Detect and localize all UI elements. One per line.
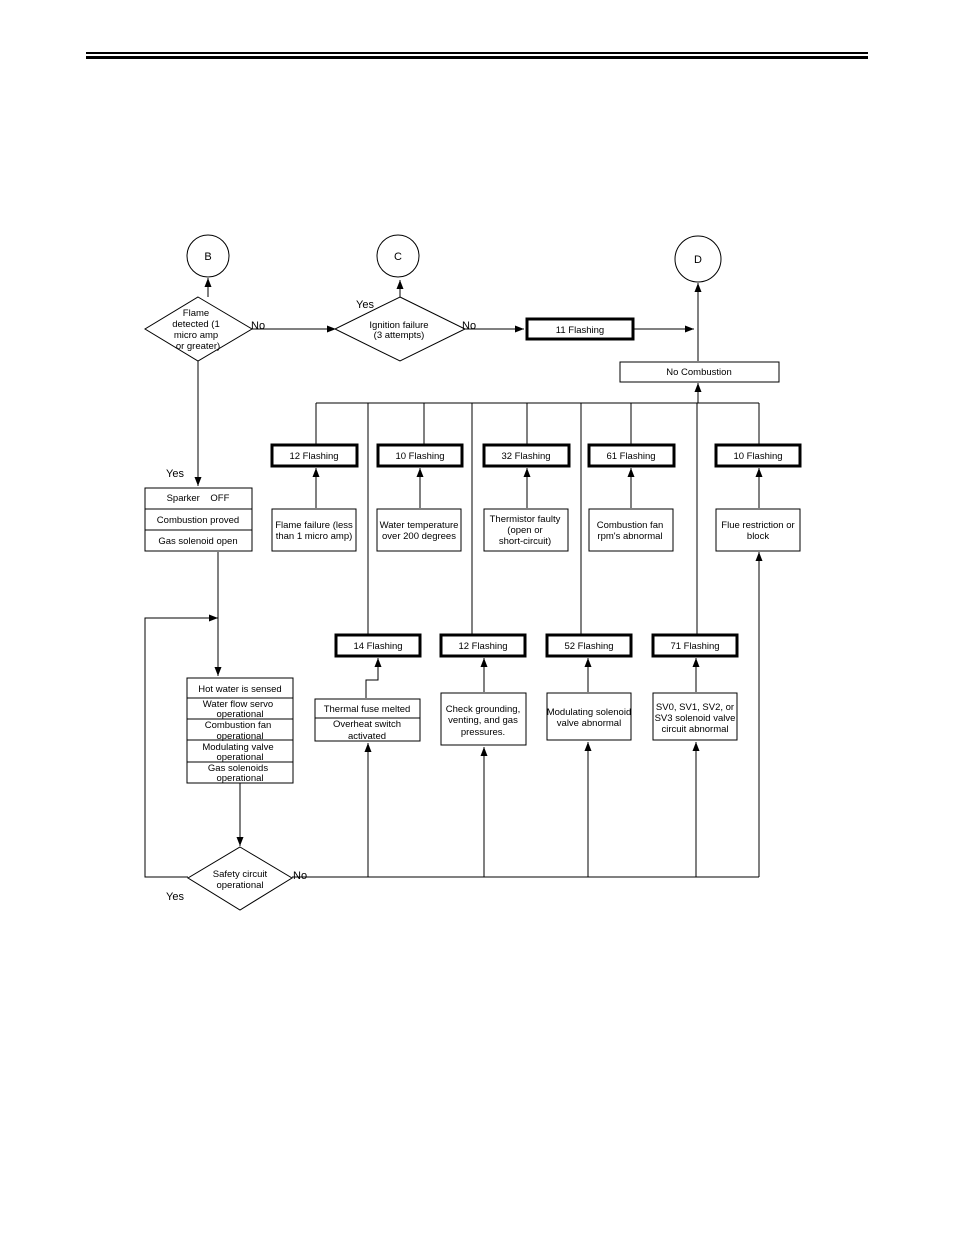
grounding-line: pressures. xyxy=(461,727,505,738)
decision-ignition-line: Ignition failure xyxy=(369,320,428,331)
flow-lines xyxy=(144,278,763,878)
solenoid-valve-line: circuit abnormal xyxy=(661,724,728,735)
flashing-11: 11 Flashing xyxy=(525,317,635,341)
flame-failure-line: than 1 micro amp) xyxy=(276,531,353,542)
hot-water-line: Hot water is sensed xyxy=(198,684,281,695)
no-combustion-label: No Combustion xyxy=(666,367,731,378)
header-rule xyxy=(86,52,868,59)
grounding-box: Check grounding, venting, and gas pressu… xyxy=(440,692,527,746)
connector-d: D xyxy=(674,235,722,283)
safety-no-label: No xyxy=(293,870,307,882)
flashing-71-label: 71 Flashing xyxy=(670,641,719,652)
decision-safety-line: Safety circuit xyxy=(213,869,268,880)
flue-line: block xyxy=(747,531,769,542)
decision-flame-line: or greater) xyxy=(176,341,220,352)
flashing-61-label: 61 Flashing xyxy=(606,451,655,462)
decision-flame-detected: Flame detected (1 micro amp or greater) xyxy=(144,296,253,362)
decision-flame-line: Flame xyxy=(183,308,209,319)
flame-failure-box: Flame failure (less than 1 micro amp) xyxy=(271,508,357,552)
thermal-fuse-line: Overheat switch xyxy=(333,719,401,730)
modulating-solenoid-box: Modulating solenoid valve abnormal xyxy=(546,692,632,741)
connector-c: C xyxy=(376,234,420,278)
thermal-fuse-box: Thermal fuse melted Overheat switch acti… xyxy=(314,698,421,742)
safety-yes-label: Yes xyxy=(166,891,184,903)
hot-water-line: Water flow servo xyxy=(203,699,273,710)
hot-water-line: Gas solenoids xyxy=(208,763,268,774)
flashing-12-lower: 12 Flashing xyxy=(439,633,527,658)
solenoid-valve-box: SV0, SV1, SV2, or SV3 solenoid valve cir… xyxy=(652,692,738,741)
solenoid-valve-line: SV0, SV1, SV2, or xyxy=(656,702,734,713)
connector-d-label: D xyxy=(694,254,702,266)
hot-water-line: Combustion fan xyxy=(205,720,272,731)
hot-water-line: Modulating valve xyxy=(202,742,273,753)
flashing-61: 61 Flashing xyxy=(587,443,676,468)
modulating-solenoid-line: valve abnormal xyxy=(557,718,621,729)
sparker-line: Sparker OFF xyxy=(167,493,230,504)
combustion-fan-line: rpm's abnormal xyxy=(597,531,662,542)
thermistor-line: short-circuit) xyxy=(499,536,551,547)
water-temp-line: Water temperature xyxy=(380,520,459,531)
decision-ignition-failure: Ignition failure (3 attempts) xyxy=(333,296,467,362)
combustion-fan-box: Combustion fan rpm's abnormal xyxy=(588,508,674,552)
connector-b: B xyxy=(186,234,230,278)
flashing-14-label: 14 Flashing xyxy=(353,641,402,652)
water-temp-box: Water temperature over 200 degrees xyxy=(376,508,462,552)
flashing-11-label: 11 Flashing xyxy=(556,325,604,336)
thermistor-box: Thermistor faulty (open or short-circuit… xyxy=(483,508,569,552)
grounding-line: venting, and gas xyxy=(448,715,518,726)
flashing-10-right-label: 10 Flashing xyxy=(733,451,782,462)
solenoid-valve-line: SV3 solenoid valve xyxy=(655,713,736,724)
flame-no-label: No xyxy=(251,320,265,332)
flashing-10-right: 10 Flashing xyxy=(714,443,802,468)
sparker-line: Gas solenoid open xyxy=(158,536,237,547)
decision-flame-line: detected (1 xyxy=(172,319,220,330)
flashing-32-label: 32 Flashing xyxy=(501,451,550,462)
flue-box: Flue restriction or block xyxy=(715,508,801,552)
water-temp-line: over 200 degrees xyxy=(382,531,456,542)
flashing-71: 71 Flashing xyxy=(651,633,739,658)
flashing-52: 52 Flashing xyxy=(545,633,633,658)
sparker-line: Combustion proved xyxy=(157,515,239,526)
hot-water-box: Hot water is sensed Water flow servo ope… xyxy=(186,677,294,784)
thermistor-line: (open or xyxy=(507,525,542,536)
hot-water-line: operational xyxy=(216,731,263,742)
flashing-10-upper-label: 10 Flashing xyxy=(395,451,444,462)
ignition-no-label: No xyxy=(462,320,476,332)
decision-safety-line: operational xyxy=(216,880,263,891)
hot-water-line: operational xyxy=(216,709,263,720)
modulating-solenoid-line: Modulating solenoid xyxy=(547,707,632,718)
hot-water-line: operational xyxy=(216,773,263,784)
grounding-line: Check grounding, xyxy=(446,704,520,715)
hot-water-line: operational xyxy=(216,752,263,763)
flashing-14: 14 Flashing xyxy=(334,633,422,658)
flame-failure-line: Flame failure (less xyxy=(275,520,353,531)
connector-b-label: B xyxy=(204,251,211,263)
flashing-12-upper: 12 Flashing xyxy=(270,443,359,468)
decision-safety-circuit: Safety circuit operational xyxy=(187,846,293,911)
thermal-fuse-line: activated xyxy=(348,731,386,742)
thermistor-line: Thermistor faulty xyxy=(490,514,561,525)
sparker-box: Sparker OFF Combustion proved Gas soleno… xyxy=(144,487,253,552)
flame-yes-label: Yes xyxy=(166,468,184,480)
thermal-fuse-line: Thermal fuse melted xyxy=(324,704,411,715)
decision-ignition-line: (3 attempts) xyxy=(374,330,425,341)
flue-line: Flue restriction or xyxy=(721,520,794,531)
flashing-12-upper-label: 12 Flashing xyxy=(289,451,338,462)
flashing-32: 32 Flashing xyxy=(482,443,571,468)
flashing-12-lower-label: 12 Flashing xyxy=(458,641,507,652)
combustion-fan-line: Combustion fan xyxy=(597,520,664,531)
flashing-52-label: 52 Flashing xyxy=(564,641,613,652)
decision-flame-line: micro amp xyxy=(174,330,218,341)
flashing-10-upper: 10 Flashing xyxy=(376,443,464,468)
ignition-yes-label: Yes xyxy=(356,299,374,311)
connector-c-label: C xyxy=(394,251,402,263)
no-combustion-box: No Combustion xyxy=(619,361,780,383)
